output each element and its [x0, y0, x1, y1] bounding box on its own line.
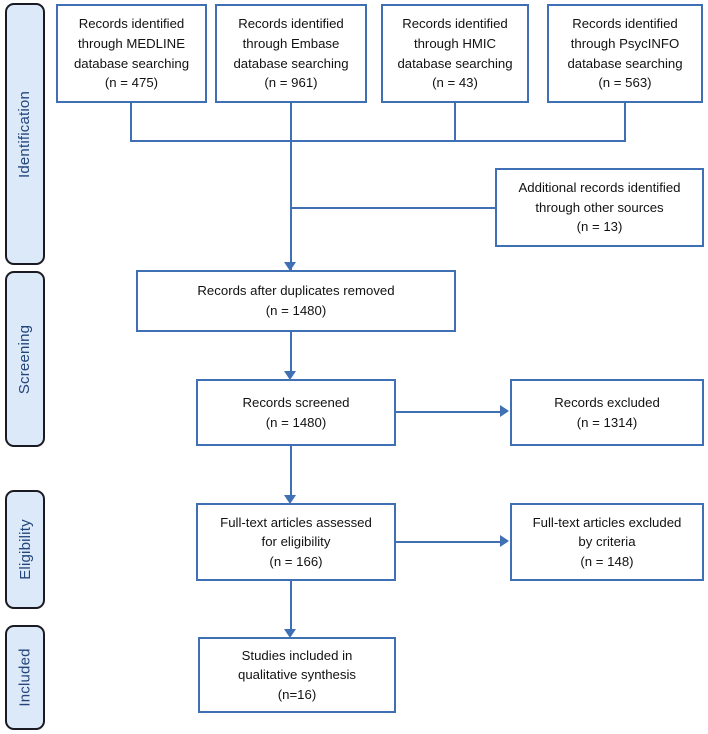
- box-records-excluded-text: Records excluded (n = 1314): [554, 394, 660, 430]
- box-embase-records: Records identified through Embase databa…: [215, 4, 367, 103]
- connector-fulltext-to-excluded: [396, 541, 501, 544]
- stage-included-label: Included: [16, 648, 34, 707]
- arrowhead-to-screened: [284, 371, 296, 380]
- connector-additional-to-spine: [290, 207, 495, 210]
- box-medline-records-text: Records identified through MEDLINE datab…: [73, 16, 190, 91]
- box-additional-records-text: Additional records identified through ot…: [518, 180, 681, 235]
- connector-medline-drop: [130, 103, 133, 141]
- box-hmic-records: Records identified through HMIC database…: [381, 4, 529, 103]
- box-embase-records-text: Records identified through Embase databa…: [233, 16, 349, 91]
- arrowhead-to-duplicates: [284, 262, 296, 271]
- connector-sources-bus: [130, 140, 626, 143]
- arrowhead-to-fulltext: [284, 495, 296, 504]
- connector-fulltext-to-included: [290, 581, 293, 630]
- stage-screening-label: Screening: [16, 324, 34, 394]
- box-records-excluded: Records excluded (n = 1314): [510, 379, 704, 446]
- box-psycinfo-records: Records identified through PsycINFO data…: [547, 4, 703, 103]
- connector-duplicates-to-screened: [290, 332, 293, 372]
- connector-screened-to-excluded: [396, 411, 501, 414]
- box-additional-records: Additional records identified through ot…: [495, 168, 704, 247]
- stage-identification: Identification: [5, 3, 45, 265]
- connector-screened-to-fulltext: [290, 446, 293, 496]
- connector-main-spine-upper: [290, 140, 293, 270]
- box-records-screened-text: Records screened (n = 1480): [242, 394, 350, 430]
- box-fulltext-assessed-text: Full-text articles assessed for eligibil…: [220, 514, 372, 569]
- arrowhead-to-fulltext-excluded: [500, 535, 509, 547]
- box-psycinfo-records-text: Records identified through PsycINFO data…: [567, 16, 683, 91]
- stage-screening: Screening: [5, 271, 45, 447]
- box-hmic-records-text: Records identified through HMIC database…: [397, 16, 513, 91]
- arrowhead-to-records-excluded: [500, 405, 509, 417]
- box-fulltext-excluded: Full-text articles excluded by criteria …: [510, 503, 704, 581]
- connector-psycinfo-drop: [624, 103, 627, 141]
- box-medline-records: Records identified through MEDLINE datab…: [56, 4, 207, 103]
- box-records-after-duplicates: Records after duplicates removed (n = 14…: [136, 270, 456, 332]
- box-records-after-duplicates-text: Records after duplicates removed (n = 14…: [197, 283, 395, 318]
- stage-eligibility: Eligibility: [5, 490, 45, 609]
- stage-identification-label: Identification: [16, 90, 34, 178]
- stage-included: Included: [5, 625, 45, 730]
- connector-hmic-drop: [454, 103, 457, 141]
- box-studies-included-text: Studies included in qualitative synthesi…: [237, 647, 357, 702]
- connector-embase-drop: [290, 103, 293, 141]
- box-fulltext-assessed: Full-text articles assessed for eligibil…: [196, 503, 396, 581]
- arrowhead-to-included: [284, 629, 296, 638]
- box-records-screened: Records screened (n = 1480): [196, 379, 396, 446]
- box-fulltext-excluded-text: Full-text articles excluded by criteria …: [532, 514, 682, 569]
- box-studies-included: Studies included in qualitative synthesi…: [198, 637, 396, 713]
- stage-eligibility-label: Eligibility: [16, 519, 34, 580]
